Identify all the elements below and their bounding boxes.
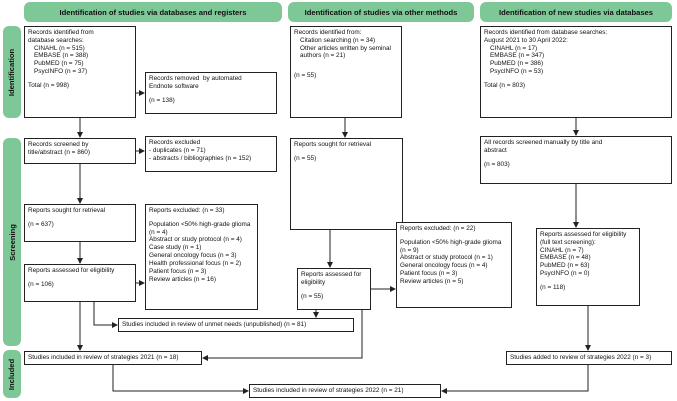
records-screened-manual: All records screened manually by title a… [480, 136, 672, 184]
arrow-col2-to-2021 [202, 310, 363, 361]
reports-assessed-col1: Reports assessed for eligibility (n = 10… [24, 264, 136, 302]
reports-excluded-col2: Reports excluded: (n = 22) Population <5… [396, 222, 512, 308]
arrow-2021-to-final [112, 365, 249, 394]
header-new-databases: Identification of new studies via databa… [480, 2, 672, 22]
records-identified-new: Records identified from database searche… [480, 26, 672, 118]
arrow-2022-to-final [441, 365, 589, 394]
reports-sought-col2: Reports sought for retrieval (n = 55) [290, 138, 403, 230]
reports-sought-retrieval: Reports sought for retrieval (n = 637) [24, 204, 136, 242]
header-databases: Identification of studies via databases … [24, 2, 282, 22]
reports-assessed-col2: Reports assessed for eligibility (n = 55… [297, 268, 371, 310]
records-identified-databases: Records identified from database searche… [24, 26, 136, 118]
studies-unmet-needs: Studies included in review of unmet need… [118, 318, 354, 332]
records-excluded: Records excluded - duplicates (n = 71) -… [145, 136, 277, 172]
reports-assessed-col3: Reports assessed for eligibility (full t… [536, 228, 640, 306]
studies-added-2022: Studies added to review of strategies 20… [506, 351, 672, 365]
studies-included-2021: Studies included in review of strategies… [24, 351, 202, 365]
records-screened: Records screened by title/abstract (n = … [24, 138, 136, 164]
records-identified-other: Records identified from: Citation search… [290, 26, 402, 118]
header-other-methods: Identification of studies via other meth… [288, 2, 474, 22]
studies-included-2022: Studies included in review of strategies… [249, 384, 441, 398]
arrow-to-unmet [93, 302, 118, 328]
reports-excluded-col1: Reports excluded: (n = 33) Population <5… [145, 204, 258, 310]
records-removed: Records removed by automated Endnote sof… [145, 72, 277, 114]
stage-screening: Screening [3, 138, 21, 346]
stage-identification: Identification [3, 26, 21, 118]
stage-included: Included [3, 350, 21, 398]
